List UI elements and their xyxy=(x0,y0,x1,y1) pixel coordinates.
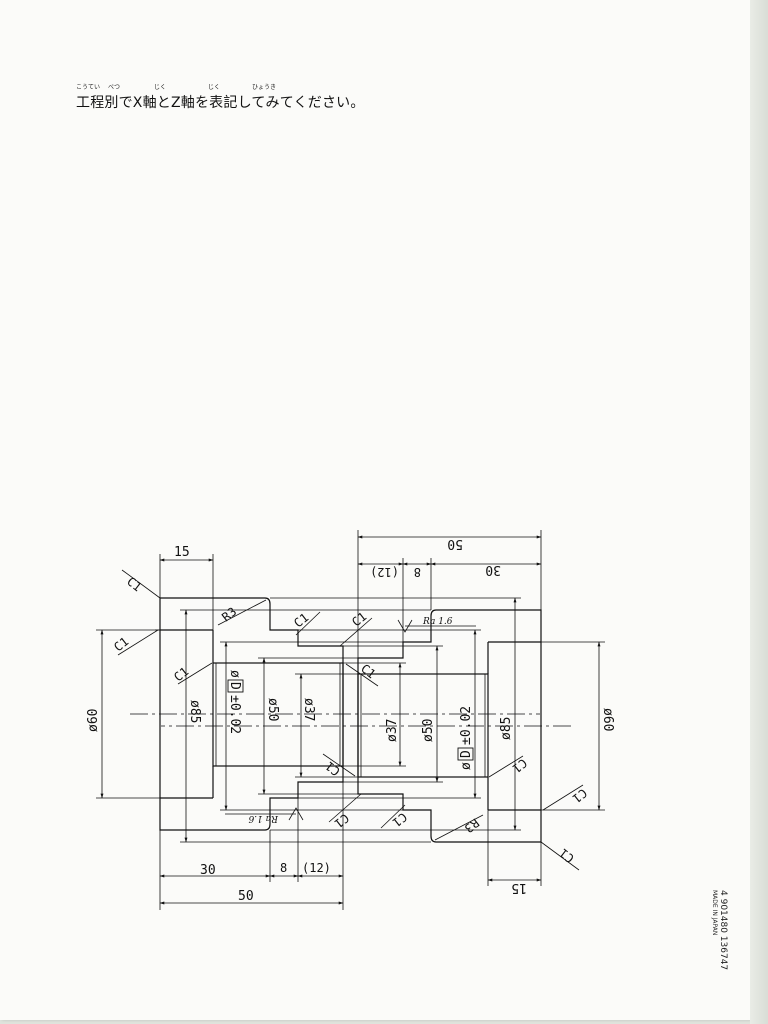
dim-bottom-15: 15 xyxy=(174,545,190,560)
bore-bottom xyxy=(212,662,344,767)
ruby-betsu: べつ xyxy=(108,84,121,91)
dim-bottom-8: 8 xyxy=(280,861,287,875)
chamfer-top-2: C1 xyxy=(570,786,590,806)
ruby-jiku-2: じく xyxy=(208,84,221,91)
dim-bottom-dia50: ø50 xyxy=(421,719,436,742)
dim-bottom-12: (12) xyxy=(302,861,331,875)
scan-edge xyxy=(750,0,768,1024)
dim-bottom-dia60: ø60 xyxy=(86,709,101,732)
roughness-top: Ra 1.6 xyxy=(248,813,279,823)
ruby-jiku-1: じく xyxy=(154,84,167,91)
dim-top-50: 50 xyxy=(447,536,463,551)
chamfer-bottom-2: C1 xyxy=(111,634,131,654)
drawing-bottom xyxy=(96,554,540,910)
dim-top-D-symbol: ø xyxy=(227,670,242,678)
dim-top-D: ø D ±0.02 xyxy=(227,670,244,734)
chamfer-bottom-1: C1 xyxy=(124,574,144,594)
dim-top-8: 8 xyxy=(414,565,421,579)
dim-top-dia60: ø60 xyxy=(600,708,615,731)
chamfer-top-4: C1 xyxy=(390,810,410,830)
drawing-top: 15 30 8 (12) 50 ø60 ø37 ø50 ø D ±0.02 ø8… xyxy=(161,530,615,895)
chamfer-bottom-4: C1 xyxy=(291,610,311,630)
dim-top-dia37: ø37 xyxy=(301,698,316,721)
dim-top-12: (12) xyxy=(370,565,399,579)
dim-top-dia85: ø85 xyxy=(187,700,202,723)
paper-sheet xyxy=(0,0,750,1020)
dim-top-30: 30 xyxy=(485,562,501,577)
dim-top-D-box: D xyxy=(227,682,242,690)
labels-top: 15 30 8 (12) 50 ø60 ø37 ø50 ø D ±0.02 ø8… xyxy=(187,536,615,895)
dim-bottom-D-box: D xyxy=(459,750,474,758)
chamfer-top-1: C1 xyxy=(557,846,577,866)
chamfer-bottom-5: C1 xyxy=(349,609,369,629)
radius-top: R3 xyxy=(462,816,482,836)
dim-bottom-D-tol: ±0.02 xyxy=(459,706,474,745)
dim-bottom-D-symbol: ø xyxy=(459,762,474,770)
labels-bottom: 15 30 8 (12) 50 ø60 ø37 ø50 ø D ±0.02 ø8… xyxy=(86,545,514,904)
made-in-japan: MADE IN JAPAN xyxy=(711,890,718,936)
instruction-text: 工程別でX軸とZ軸を表記してみてください。 xyxy=(76,95,365,111)
dim-bottom-dia37: ø37 xyxy=(385,719,400,742)
chamfer-bottom-3: C1 xyxy=(171,664,191,684)
dim-top-dia50: ø50 xyxy=(265,698,280,721)
dim-bottom-dia85: ø85 xyxy=(499,717,514,740)
product-label: 4 901480 136747 MADE IN JAPAN xyxy=(711,890,728,970)
dim-top-15: 15 xyxy=(511,880,527,895)
roughness-bottom: Ra 1.6 xyxy=(422,617,453,627)
ruby-koutei: こうてい xyxy=(76,84,101,91)
chamfer-top-3: C1 xyxy=(510,756,530,776)
dim-bottom-30: 30 xyxy=(200,863,216,878)
ruby-hyouki: ひょうき xyxy=(252,84,277,91)
dim-top-D-tol: ±0.02 xyxy=(227,695,242,734)
dim-bottom-D: ø D ±0.02 xyxy=(457,706,474,770)
radius-bottom: R3 xyxy=(219,604,239,624)
dim-bottom-50: 50 xyxy=(238,889,254,904)
barcode-number: 4 901480 136747 xyxy=(718,890,728,971)
chamfer-top-5: C1 xyxy=(332,811,352,831)
